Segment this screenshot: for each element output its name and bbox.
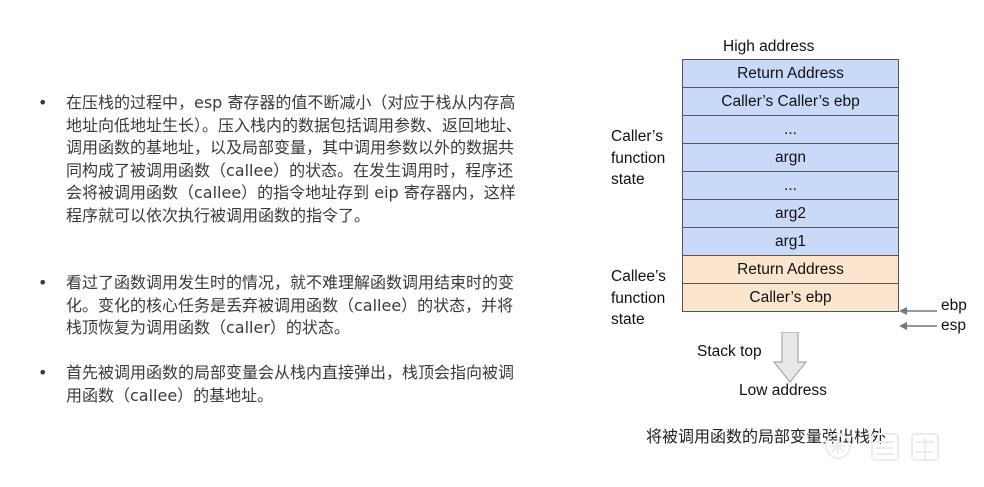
bullet-item: • 首先被调用函数的局部变量会从栈内直接弹出，栈顶会指向被调用函数（callee… <box>38 362 523 407</box>
bullet-text: 在压栈的过程中，esp 寄存器的值不断减小（对应于栈从内存高地址向低地址生长）。… <box>66 93 523 225</box>
caller-state-line: state <box>611 171 645 188</box>
bullet-marker: • <box>38 93 48 112</box>
bullet-text: 看过了函数调用发生时的情况，就不难理解函数调用结束时的变化。变化的核心任务是丢弃… <box>66 273 515 337</box>
bullet-marker: • <box>38 273 48 292</box>
stack-cell: arg1 <box>682 226 899 256</box>
stack-cell: Return Address <box>682 58 899 88</box>
stack-cell: Return Address <box>682 254 899 284</box>
watermark-logo-icon <box>825 433 939 461</box>
bullet-item: • 在压栈的过程中，esp 寄存器的值不断减小（对应于栈从内存高地址向低地址生长… <box>38 92 523 250</box>
caller-state-line: function <box>611 149 666 167</box>
stack-top-label: Stack top <box>697 343 762 360</box>
bullet-marker: • <box>38 363 48 382</box>
growth-down-arrow-icon <box>772 332 808 383</box>
bullet-text: 首先被调用函数的局部变量会从栈内直接弹出，栈顶会指向被调用函数（callee）的… <box>66 363 515 405</box>
stack-cell: Caller’s Caller’s ebp <box>682 86 899 116</box>
stack-diagram: High address Return Address Caller’s Cal… <box>600 30 984 450</box>
stack-cell: ... <box>682 170 899 200</box>
stack-cell: Caller’s ebp <box>682 282 899 312</box>
stack-frame: Return Address Caller’s Caller’s ebp ...… <box>682 58 899 312</box>
callee-state-line: function <box>611 289 666 307</box>
stack-cell: arg2 <box>682 198 899 228</box>
caller-state-label: Caller’s function state <box>611 126 665 191</box>
ebp-arrow-icon <box>899 307 937 315</box>
esp-label: esp <box>941 317 966 334</box>
bullet-item: • 看过了函数调用发生时的情况，就不难理解函数调用结束时的变化。变化的核心任务是… <box>38 272 523 340</box>
callee-state-label: Callee’s function state <box>611 266 666 331</box>
callee-state-line: state <box>611 311 645 328</box>
low-address-label: Low address <box>739 382 827 399</box>
high-address-label: High address <box>723 38 815 55</box>
ebp-label: ebp <box>941 297 967 314</box>
caller-state-line: Caller’s <box>611 128 663 145</box>
callee-state-line: Callee’s <box>611 268 666 285</box>
stack-cell: argn <box>682 142 899 172</box>
bullet-list: • 在压栈的过程中，esp 寄存器的值不断减小（对应于栈从内存高地址向低地址生长… <box>38 92 523 407</box>
stack-cell: ... <box>682 114 899 144</box>
esp-arrow-icon <box>899 322 937 330</box>
